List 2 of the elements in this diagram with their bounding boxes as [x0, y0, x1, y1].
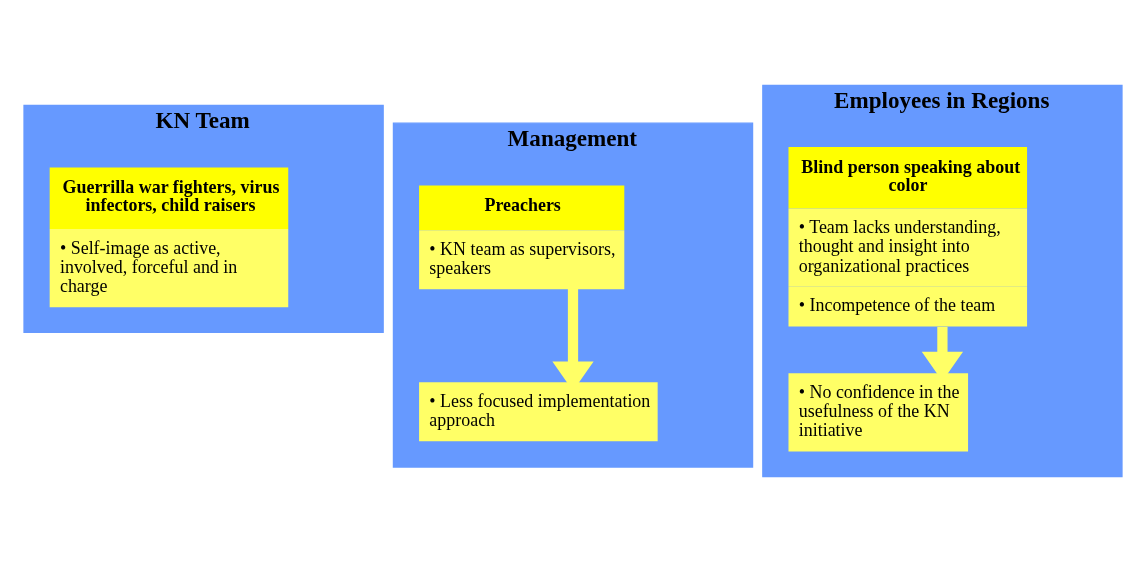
node-box: • Less focused implementation approach — [419, 382, 658, 442]
node-box: • No confidence in the usefulness of the KN initiative — [788, 373, 969, 452]
